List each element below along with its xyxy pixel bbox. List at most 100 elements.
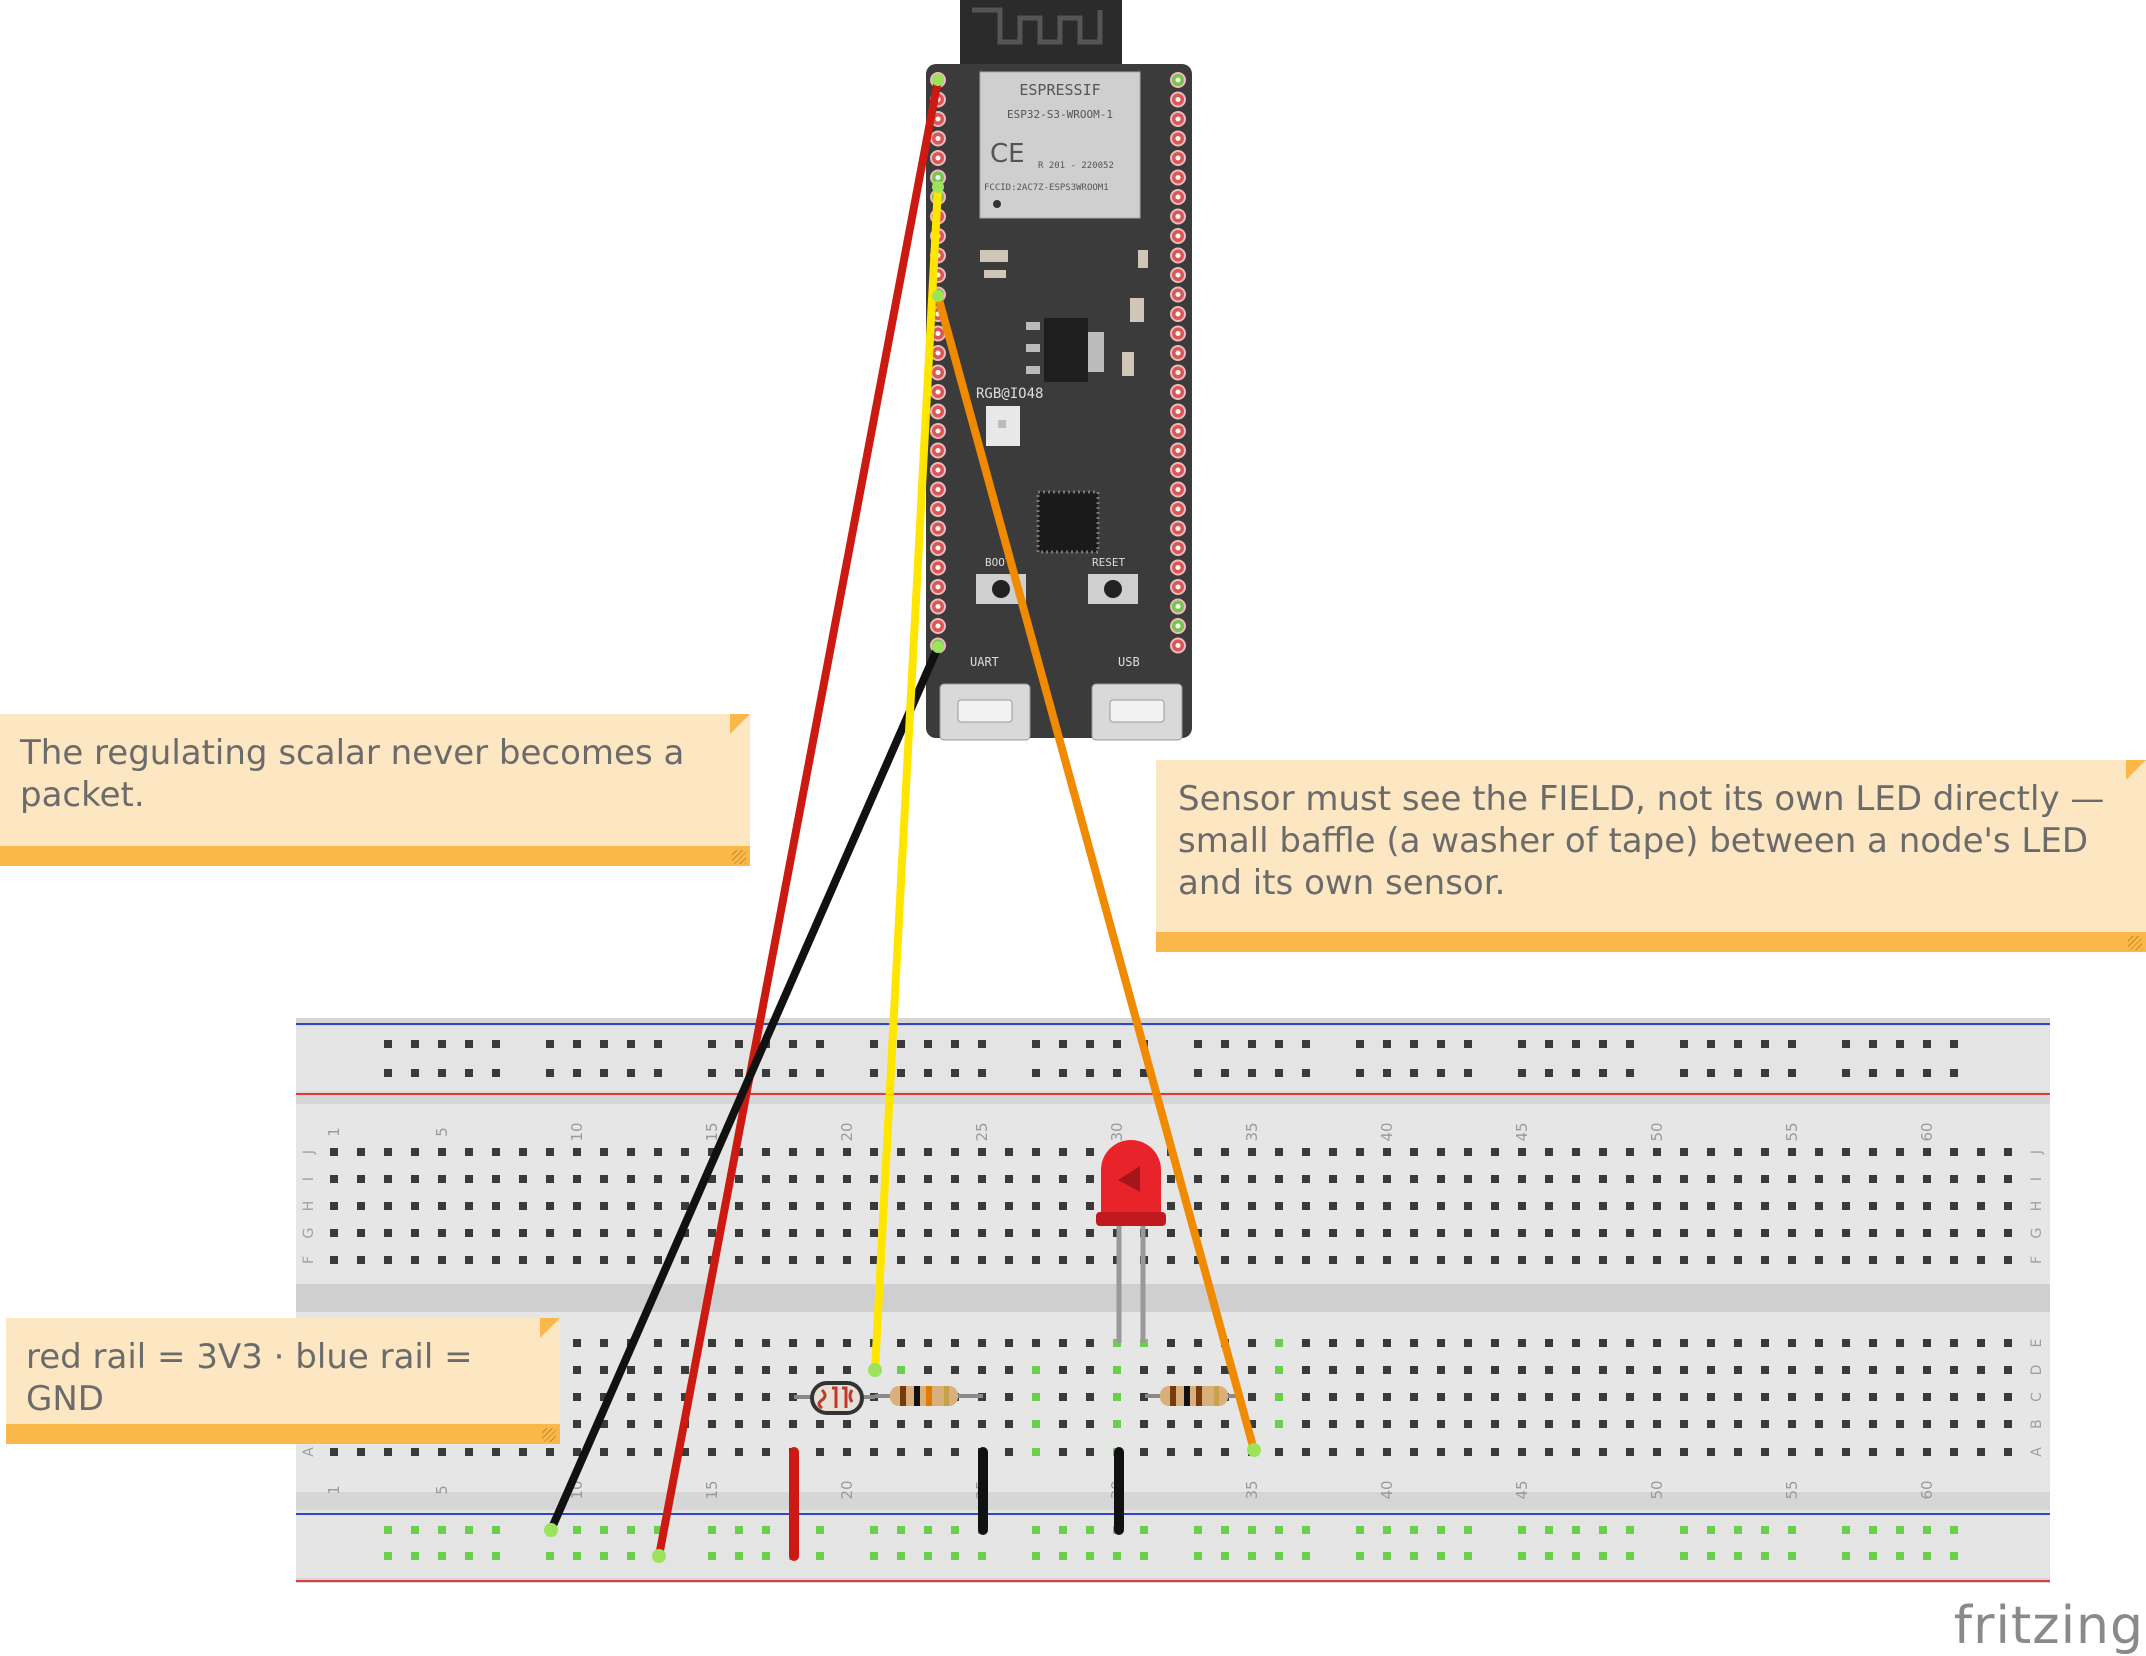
breadboard-hole (978, 1339, 986, 1347)
breadboard-hole (1599, 1339, 1607, 1347)
rail-hole (1356, 1040, 1364, 1048)
rail-hole (1896, 1526, 1904, 1534)
header-pin-hole (935, 428, 941, 434)
breadboard-hole (1653, 1202, 1661, 1210)
rail-hole (1410, 1526, 1418, 1534)
note-scalar[interactable]: The regulating scalar never becomes a pa… (0, 714, 750, 866)
breadboard-hole (1140, 1393, 1148, 1401)
breadboard-hole (519, 1175, 527, 1183)
breadboard-hole (1680, 1229, 1688, 1237)
breadboard-hole (357, 1256, 365, 1264)
column-label: 1 (325, 1485, 343, 1495)
breadboard-hole (1788, 1420, 1796, 1428)
breadboard-hole (1842, 1256, 1850, 1264)
wire-endpoint (652, 1549, 666, 1563)
note-resize-grip[interactable] (2128, 936, 2142, 950)
breadboard-hole (546, 1175, 554, 1183)
breadboard-hole (465, 1175, 473, 1183)
rail-hole (1140, 1526, 1148, 1534)
resistor-2 (1145, 1386, 1240, 1406)
rail-hole (1059, 1040, 1067, 1048)
header-pin-hole (1175, 506, 1181, 512)
breadboard-hole (1788, 1448, 1796, 1456)
breadboard-hole (1923, 1366, 1931, 1374)
rail-hole (1599, 1526, 1607, 1534)
breadboard-hole (1059, 1175, 1067, 1183)
breadboard-hole (627, 1148, 635, 1156)
breadboard-hole (1680, 1148, 1688, 1156)
rail-hole (465, 1552, 473, 1560)
note-resize-grip[interactable] (732, 850, 746, 864)
breadboard-hole (600, 1175, 608, 1183)
breadboard-hole (951, 1339, 959, 1347)
breadboard-hole (1950, 1448, 1958, 1456)
header-pin-hole (1175, 428, 1181, 434)
breadboard-hole (627, 1175, 635, 1183)
breadboard-hole (1086, 1339, 1094, 1347)
breadboard-hole (1572, 1420, 1580, 1428)
breadboard-hole (1896, 1420, 1904, 1428)
breadboard-hole (1545, 1148, 1553, 1156)
breadboard-hole (1437, 1448, 1445, 1456)
note-resize-grip[interactable] (542, 1428, 556, 1442)
breadboard-hole (1545, 1448, 1553, 1456)
breadboard-hole (1815, 1448, 1823, 1456)
rail-hole (951, 1069, 959, 1077)
breadboard-hole (1896, 1229, 1904, 1237)
breadboard-hole (870, 1202, 878, 1210)
breadboard-hole (411, 1256, 419, 1264)
rail-hole (1545, 1552, 1553, 1560)
header-pin-hole (935, 506, 941, 512)
breadboard-hole (1518, 1420, 1526, 1428)
breadboard-hole (1113, 1420, 1121, 1428)
breadboard-hole (816, 1256, 824, 1264)
breadboard-hole (1950, 1202, 1958, 1210)
rail-hole (1680, 1040, 1688, 1048)
note-rails[interactable]: red rail = 3V3 · blue rail = GND (6, 1318, 560, 1444)
resistor-2-body (1160, 1386, 1228, 1406)
breadboard-hole (1302, 1339, 1310, 1347)
breadboard-hole (1356, 1393, 1364, 1401)
breadboard-hole (1410, 1420, 1418, 1428)
breadboard-hole (1329, 1148, 1337, 1156)
uart-usb-port-opening (957, 699, 1013, 723)
breadboard-hole (357, 1202, 365, 1210)
column-label: 45 (1513, 1122, 1531, 1141)
breadboard-hole (1842, 1448, 1850, 1456)
breadboard-hole (1221, 1229, 1229, 1237)
breadboard-hole (897, 1202, 905, 1210)
wire-gnd-black (547, 643, 942, 1534)
wire-endpoint (932, 74, 944, 86)
breadboard-hole (951, 1175, 959, 1183)
breadboard-hole (816, 1202, 824, 1210)
rail-hole (1545, 1069, 1553, 1077)
breadboard-hole (1626, 1229, 1634, 1237)
rail-hole (1788, 1526, 1796, 1534)
resistor-1 (875, 1386, 983, 1406)
breadboard-hole (627, 1448, 635, 1456)
rail-hole (1734, 1552, 1742, 1560)
breadboard-hole (843, 1366, 851, 1374)
column-label: 40 (1378, 1122, 1396, 1141)
breadboard-hole (1248, 1420, 1256, 1428)
rail-hole (465, 1040, 473, 1048)
regulator-chip (1044, 318, 1088, 382)
note-sensor[interactable]: Sensor must see the FIELD, not its own L… (1156, 760, 2146, 952)
breadboard-hole (1869, 1366, 1877, 1374)
breadboard-hole (1221, 1256, 1229, 1264)
rail-hole (411, 1552, 419, 1560)
rail-hole (708, 1069, 716, 1077)
breadboard-hole (1950, 1339, 1958, 1347)
rail-hole (1761, 1526, 1769, 1534)
breadboard-hole (1410, 1393, 1418, 1401)
breadboard-hole (1464, 1175, 1472, 1183)
breadboard-hole (1734, 1393, 1742, 1401)
breadboard-hole (1707, 1148, 1715, 1156)
breadboard-hole (1410, 1229, 1418, 1237)
breadboard-hole (1896, 1148, 1904, 1156)
rail-hole (1410, 1069, 1418, 1077)
photoresistor-trace (817, 1386, 854, 1410)
breadboard-hole (2004, 1175, 2012, 1183)
cert-label: R 201 - 220052 (1038, 161, 1114, 171)
breadboard-hole (1734, 1339, 1742, 1347)
